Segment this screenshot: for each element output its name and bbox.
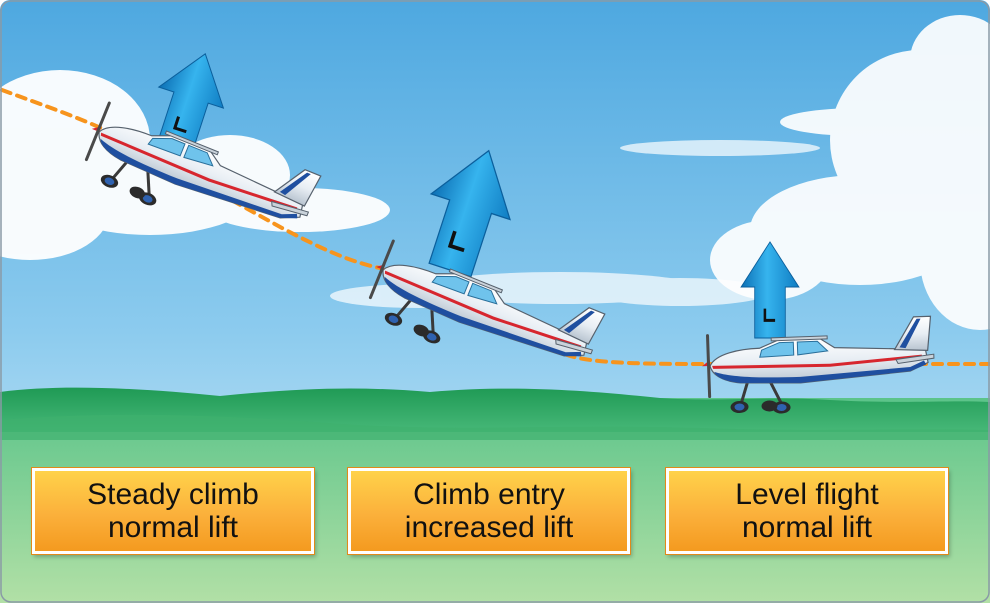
label-climb-entry: Climb entry increased lift [348, 468, 630, 554]
label-steady-climb: Steady climb normal lift [32, 468, 314, 554]
hills-foreground [0, 414, 990, 440]
flight-path [0, 88, 990, 366]
label-line-1: Level flight [735, 478, 879, 511]
label-level-flight: Level flight normal lift [666, 468, 948, 554]
label-line-2: increased lift [404, 511, 574, 544]
label-line-2: normal lift [741, 511, 873, 544]
label-line-1: Steady climb [87, 478, 259, 511]
label-line-2: normal lift [107, 511, 239, 544]
label-line-1: Climb entry [413, 478, 565, 511]
